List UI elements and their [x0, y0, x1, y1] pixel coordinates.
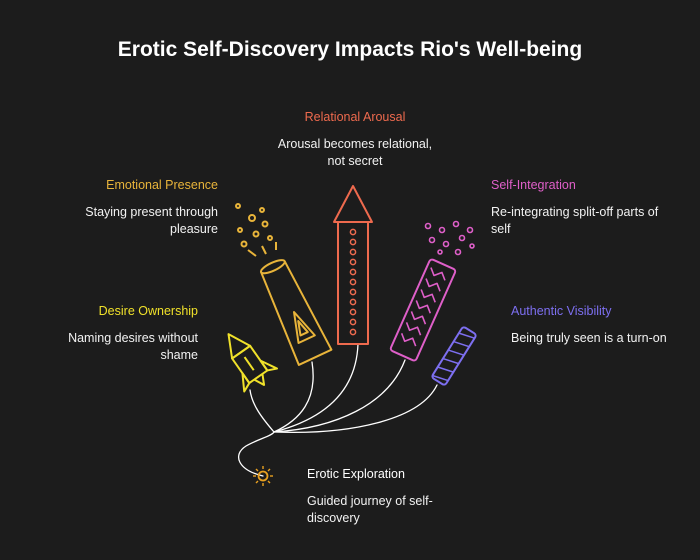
- fountain-firework-icon: [235, 203, 333, 366]
- node-description: Arousal becomes relational, not secret: [277, 137, 433, 168]
- root-erotic-exploration: Erotic Exploration Guided journey of sel…: [307, 466, 439, 527]
- node-self-integration: Self-Integration Re-integrating split-of…: [491, 177, 661, 238]
- node-title: Authentic Visibility: [511, 304, 612, 318]
- root-title: Erotic Exploration: [307, 467, 405, 481]
- node-title: Self-Integration: [491, 178, 576, 192]
- fuse-lines: [237, 343, 438, 477]
- node-relational-arousal: Relational Arousal Arousal becomes relat…: [275, 109, 435, 170]
- node-description: Naming desires without shame: [68, 331, 198, 362]
- node-title: Emotional Presence: [106, 178, 218, 192]
- node-description: Being truly seen is a turn-on: [511, 331, 667, 345]
- fuse-to-relational: [273, 343, 359, 433]
- fuse-to-visibility: [273, 384, 438, 434]
- fuse-origin: [237, 431, 275, 477]
- node-description: Staying present through pleasure: [85, 205, 218, 236]
- striped-firecracker-icon: [431, 326, 477, 386]
- root-description: Guided journey of self-discovery: [307, 494, 433, 525]
- node-desire-ownership: Desire Ownership Naming desires without …: [40, 303, 198, 364]
- fuse-to-emotional: [273, 361, 314, 433]
- fuse-to-desire: [249, 389, 275, 433]
- node-description: Re-integrating split-off parts of self: [491, 205, 659, 236]
- node-title: Desire Ownership: [98, 304, 198, 318]
- node-title: Relational Arousal: [304, 110, 406, 124]
- node-emotional-presence: Emotional Presence Staying present throu…: [60, 177, 218, 238]
- zigzag-firework-icon: [389, 220, 475, 362]
- spark-icon: [253, 466, 273, 486]
- tall-rocket-icon: [333, 185, 373, 345]
- node-authentic-visibility: Authentic Visibility Being truly seen is…: [511, 303, 691, 347]
- small-rocket-icon: [227, 333, 279, 393]
- fuse-to-integration: [273, 359, 406, 433]
- diagram-title: Erotic Self-Discovery Impacts Rio's Well…: [117, 38, 583, 61]
